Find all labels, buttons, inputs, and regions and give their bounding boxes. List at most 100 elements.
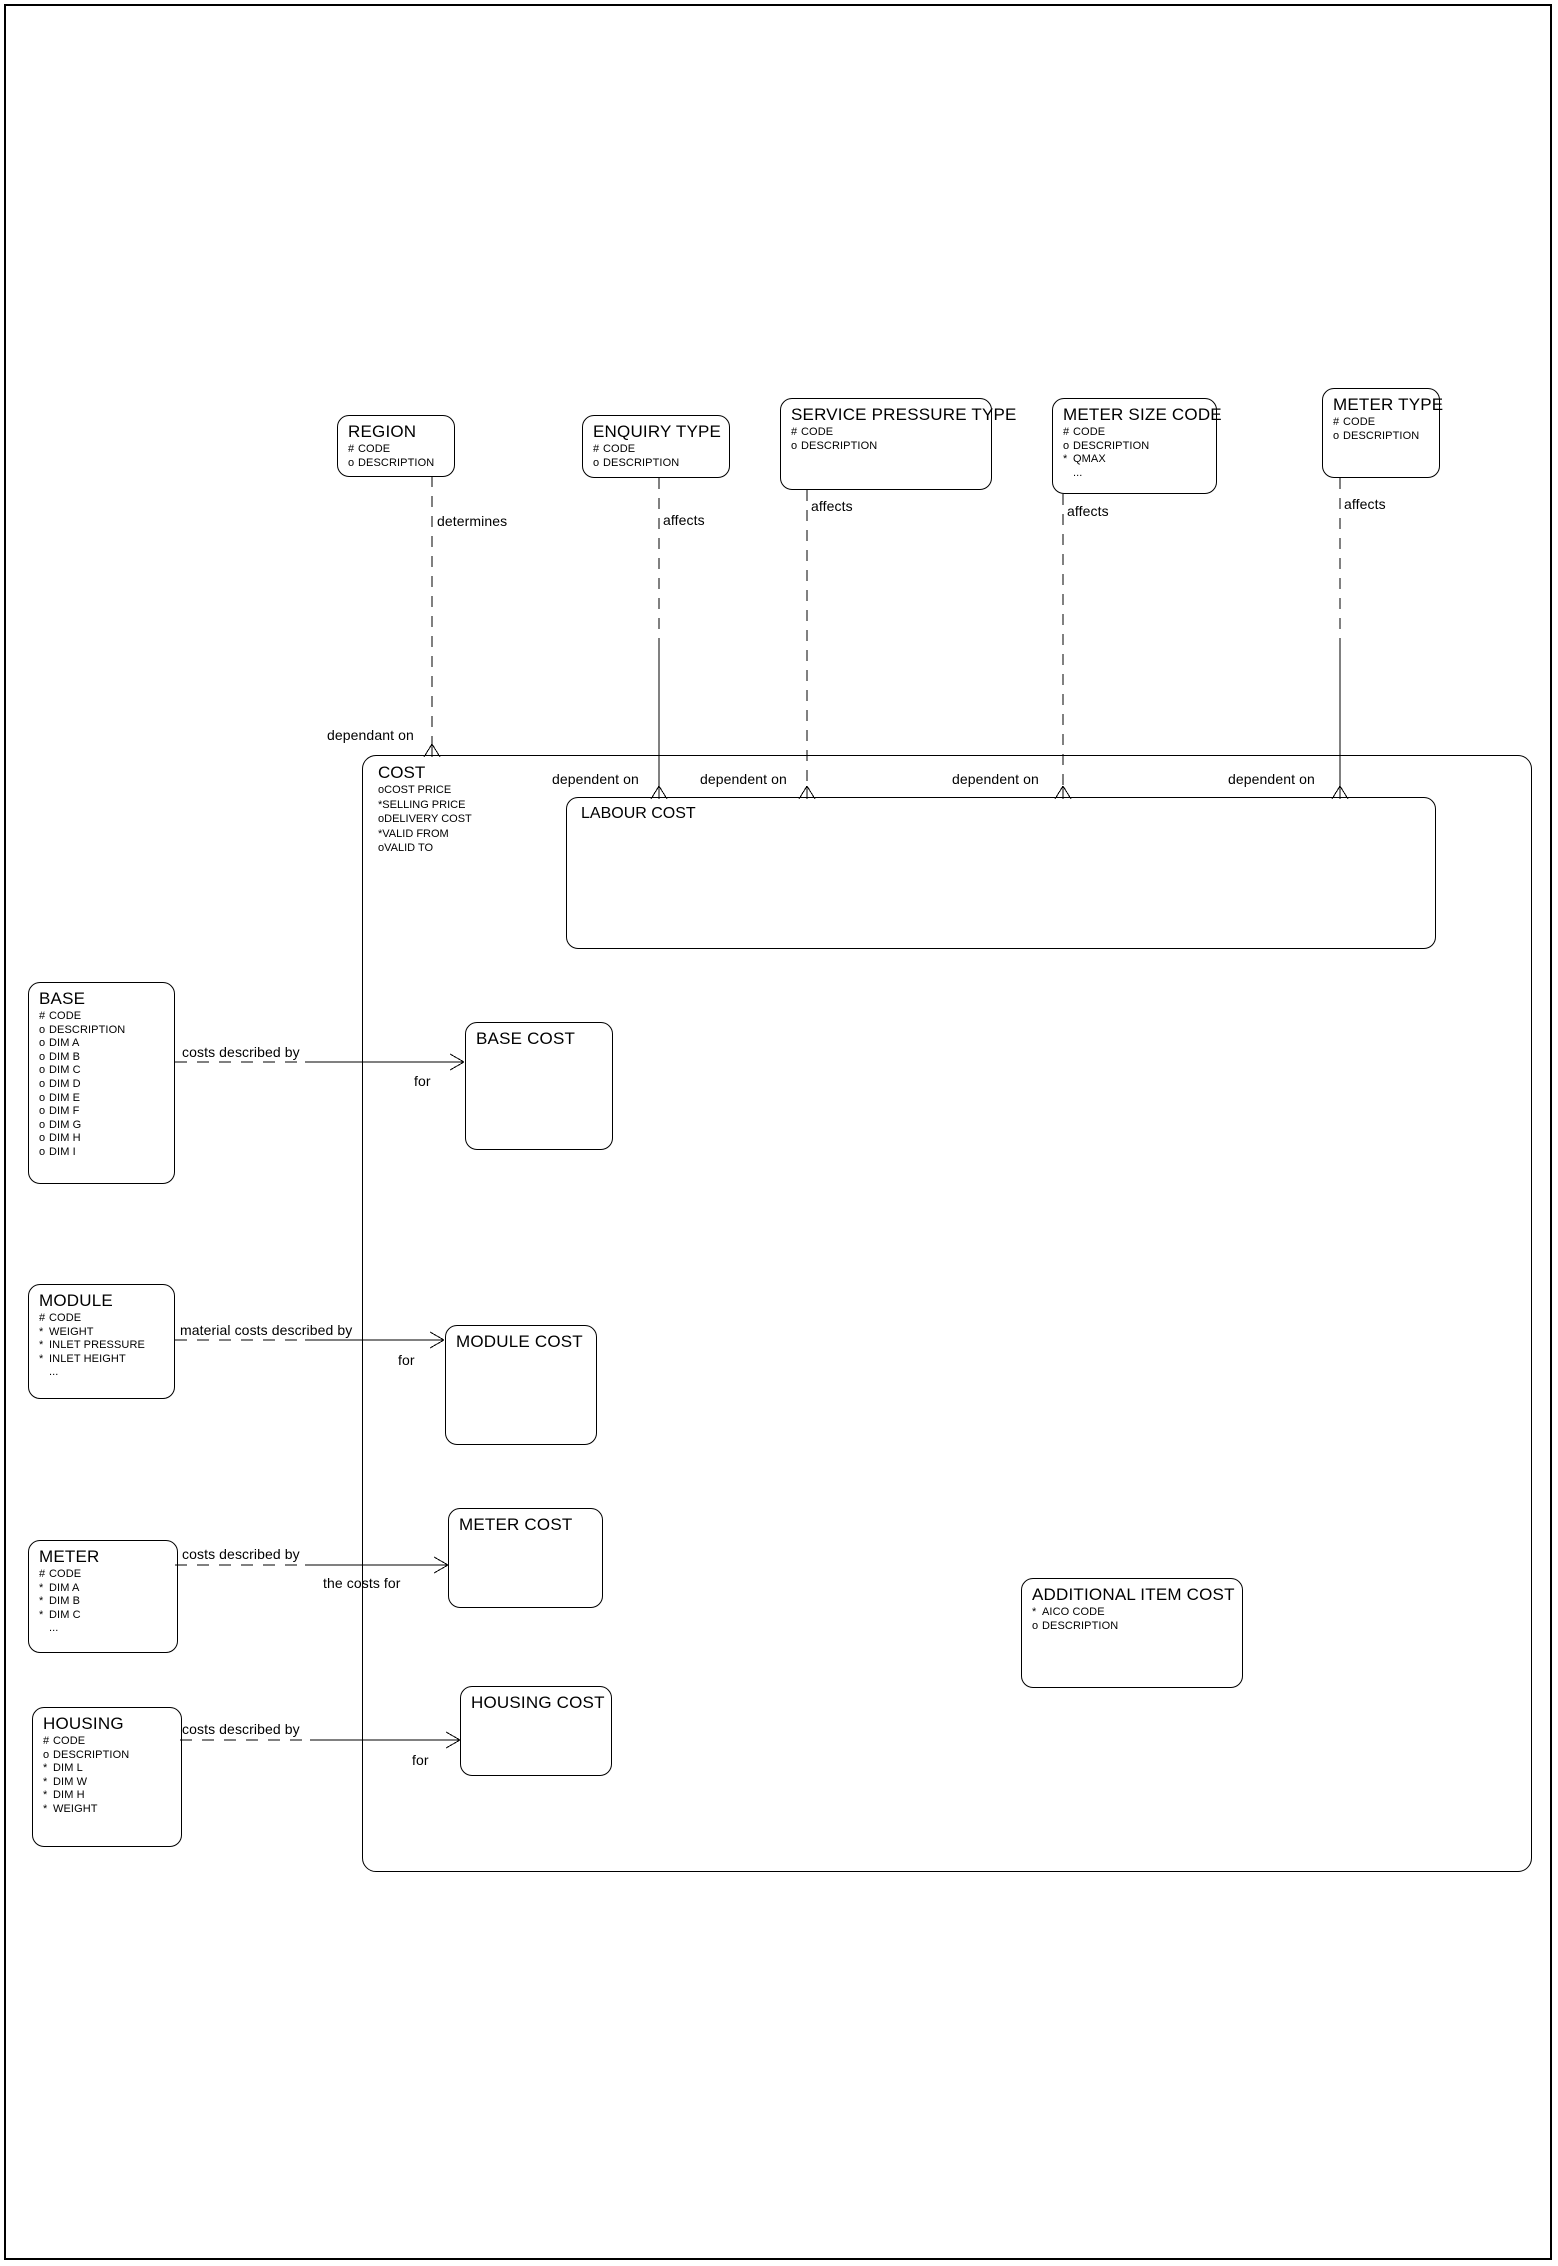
entity-cost[interactable]: COST oCOST PRICE *SELLING PRICE oDELIVER…	[378, 763, 472, 856]
label-meter-costs-described-by: costs described by	[182, 1546, 300, 1562]
attr-marker: #	[348, 443, 355, 455]
attr-marker: *	[1063, 453, 1068, 466]
label-affects-meter-size: affects	[1067, 503, 1109, 519]
entity-housing-cost[interactable]: HOUSING COST	[460, 1686, 612, 1776]
label-module-for: for	[398, 1352, 415, 1368]
attr-label: DIM I	[49, 1145, 76, 1158]
entity-meter-cost-title: METER COST	[459, 1515, 573, 1534]
attribute-row: #CODE	[1063, 426, 1207, 440]
attr-label: VALID TO	[384, 842, 434, 855]
attr-marker: #	[39, 1312, 46, 1324]
attribute-row: #CODE	[39, 1010, 165, 1024]
attr-label: CODE	[49, 1312, 82, 1324]
attribute-row: #CODE	[39, 1312, 165, 1326]
attr-label: DIM D	[49, 1077, 81, 1090]
entity-labour-cost-title: LABOUR COST	[581, 805, 696, 822]
attribute-row: #CODE	[39, 1568, 168, 1582]
entity-cost-container[interactable]	[362, 755, 1532, 1872]
entity-module[interactable]: MODULE #CODE *WEIGHT *INLET PRESSURE *IN…	[28, 1284, 175, 1399]
attr-label: ...	[49, 1622, 59, 1635]
attribute-row: *AICO CODE	[1032, 1606, 1233, 1620]
attribute-row: *DIM H	[43, 1789, 172, 1803]
attr-label: CODE	[49, 1010, 82, 1022]
entity-module-cost-title: MODULE COST	[456, 1332, 583, 1351]
entity-meter-size-code-title: METER SIZE CODE	[1063, 405, 1222, 424]
attribute-row: #CODE	[43, 1735, 172, 1749]
label-affects-service-pressure: affects	[811, 498, 853, 514]
attr-marker: #	[43, 1735, 50, 1747]
label-dependent-on-2: dependent on	[700, 771, 787, 787]
attr-label: DIM L	[53, 1762, 83, 1775]
attribute-row: oVALID TO	[378, 841, 472, 856]
attr-label: CODE	[358, 443, 391, 455]
crowsfoot-region-cost	[423, 743, 441, 758]
attr-marker: #	[39, 1010, 46, 1022]
attr-label: DIM W	[53, 1775, 88, 1788]
entity-base-title: BASE	[39, 989, 86, 1008]
label-dependent-on-4: dependent on	[1228, 771, 1315, 787]
attr-label: COST PRICE	[384, 784, 452, 796]
attr-label: DIM B	[49, 1595, 81, 1608]
attribute-row: *QMAX	[1063, 453, 1207, 467]
entity-cost-attributes: oCOST PRICE *SELLING PRICE oDELIVERY COS…	[378, 783, 472, 856]
entity-meter-cost[interactable]: METER COST	[448, 1508, 603, 1608]
attr-marker: o	[378, 842, 385, 855]
attribute-row: *VALID FROM	[378, 827, 472, 842]
label-affects-meter-type: affects	[1344, 496, 1386, 512]
attribute-row: ...	[39, 1622, 168, 1636]
attr-label: AICO CODE	[1042, 1606, 1105, 1618]
label-dependent-on-3: dependent on	[952, 771, 1039, 787]
attr-marker: o	[39, 1091, 46, 1104]
attr-label: DIM A	[49, 1581, 80, 1594]
attr-marker: *	[39, 1352, 44, 1365]
attr-label: ...	[1073, 466, 1083, 479]
label-base-for: for	[414, 1073, 431, 1089]
label-dependant-on: dependant on	[327, 727, 414, 743]
attr-label: DIM E	[49, 1091, 81, 1104]
attr-marker: #	[593, 443, 600, 455]
attr-label: DIM F	[49, 1105, 80, 1118]
entity-meter[interactable]: METER #CODE *DIM A *DIM B *DIM C ...	[28, 1540, 178, 1653]
entity-module-cost[interactable]: MODULE COST	[445, 1325, 597, 1445]
attribute-row: *DIM C	[39, 1609, 168, 1623]
attr-marker: o	[348, 456, 355, 469]
attr-label: DESCRIPTION	[358, 456, 435, 469]
attribute-row: *DIM L	[43, 1762, 172, 1776]
label-module-material-costs-described-by: material costs described by	[180, 1322, 353, 1338]
attr-marker: o	[1032, 1619, 1039, 1632]
attribute-row: #CODE	[348, 443, 445, 457]
crowsfoot-meter-type-labour	[1331, 785, 1349, 800]
attr-label: CODE	[49, 1568, 82, 1580]
entity-labour-cost[interactable]: LABOUR COST	[566, 797, 1436, 949]
attr-marker: #	[1333, 416, 1340, 428]
attribute-row: *DIM B	[39, 1595, 168, 1609]
entity-housing-cost-title: HOUSING COST	[471, 1693, 605, 1712]
attr-label: INLET PRESSURE	[49, 1339, 145, 1352]
entity-base-cost[interactable]: BASE COST	[465, 1022, 613, 1150]
attr-label: DIM A	[49, 1037, 80, 1050]
attr-label: CODE	[53, 1735, 86, 1747]
attr-marker: o	[1333, 429, 1340, 442]
